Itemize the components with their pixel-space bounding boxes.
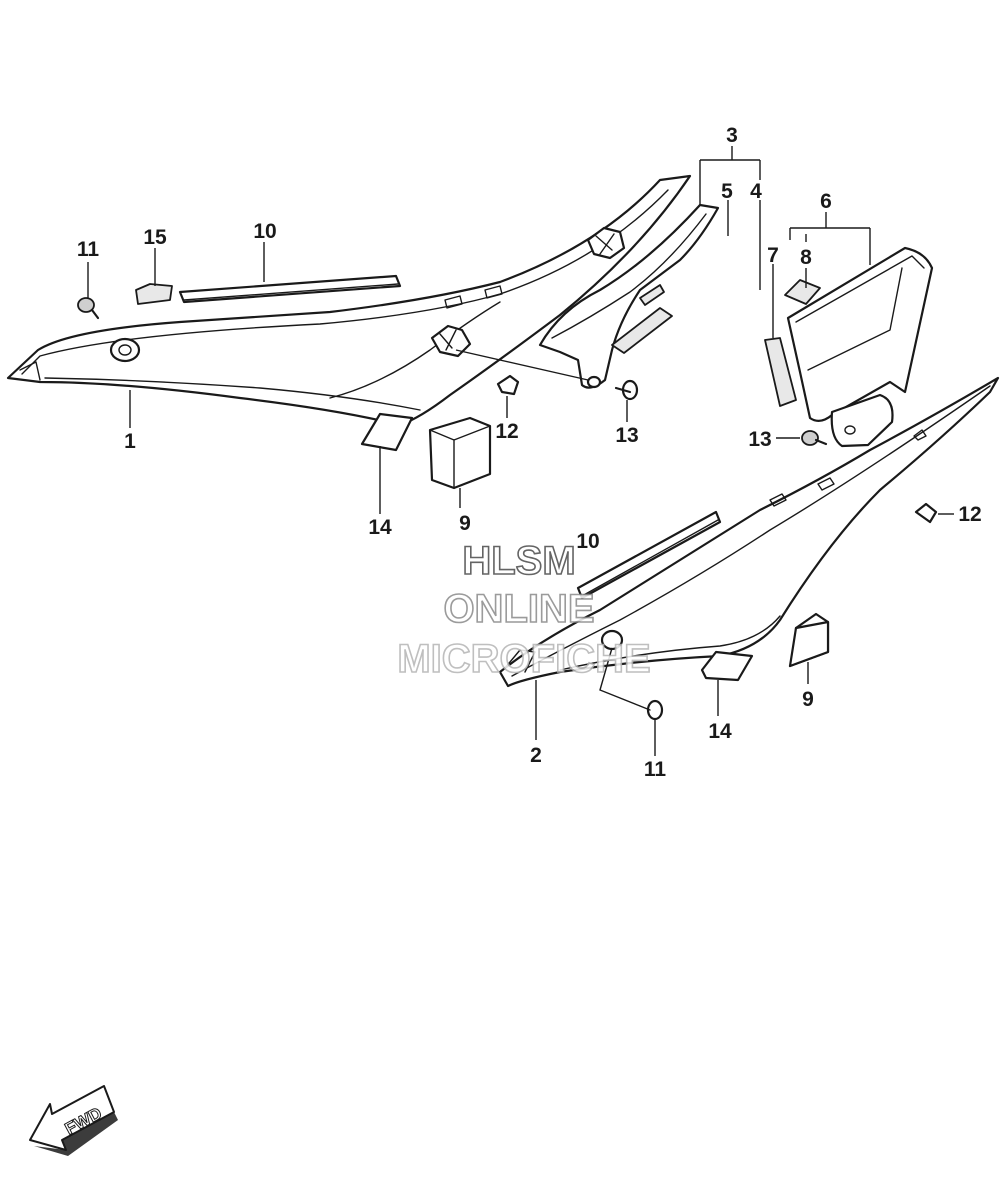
side-panel-right-upper: [764, 246, 934, 448]
assembly-line-lower: [599, 647, 641, 707]
forward-arrow-icon: FWD: [29, 1085, 118, 1156]
callout-2: 2: [530, 744, 542, 767]
side-cover-left: [6, 174, 692, 427]
cushion-block-right: [788, 612, 830, 668]
watermark: HLSM ONLINE MICROFICHE: [397, 538, 652, 682]
callout-11-upper: 11: [77, 238, 100, 261]
callout-1: 1: [124, 430, 136, 453]
nut-clip-12-lower: [914, 502, 938, 524]
screw-11-upper: [77, 297, 100, 320]
watermark-line-3: MICROFICHE: [397, 637, 650, 681]
callout-15: 15: [143, 226, 167, 249]
nut-clip-12-upper: [496, 374, 520, 396]
callout-12-upper: 12: [495, 420, 518, 443]
screw-11-lower: [639, 699, 664, 721]
callout-6: 6: [820, 190, 832, 213]
callout-5: 5: [721, 180, 733, 203]
callout-13-upper: 13: [615, 424, 638, 447]
tail-trim-assy: [538, 203, 720, 389]
pad-15: [135, 283, 173, 305]
assembly-line-upper: [455, 349, 589, 381]
callout-12-lower: 12: [958, 503, 981, 526]
cushion-block-left: [428, 416, 492, 490]
tape-right: [700, 650, 754, 682]
callout-9-upper: 9: [459, 512, 471, 535]
side-cover-right: [498, 376, 1000, 688]
callout-4: 4: [750, 180, 762, 203]
callout-9-lower: 9: [802, 688, 814, 711]
callout-8: 8: [800, 246, 812, 269]
tape-left: [360, 412, 414, 452]
watermark-line-1: HLSM: [462, 539, 575, 583]
callout-13-lower: 13: [748, 428, 771, 451]
callout-14-lower: 14: [708, 720, 732, 743]
screw-13-upper: [614, 379, 639, 401]
callout-10-lower: 10: [576, 530, 599, 553]
callout-10-upper: 10: [253, 220, 276, 243]
callout-3: 3: [726, 124, 738, 147]
callout-14-upper: 14: [368, 516, 392, 539]
leader-lines: [87, 146, 954, 756]
rubber-strip-lower: [576, 510, 722, 600]
screw-13-lower: [801, 430, 828, 446]
rubber-strip-upper: [178, 274, 402, 304]
callout-11-lower: 11: [644, 758, 667, 781]
watermark-line-2: ONLINE: [443, 587, 594, 631]
callout-7: 7: [767, 244, 779, 267]
